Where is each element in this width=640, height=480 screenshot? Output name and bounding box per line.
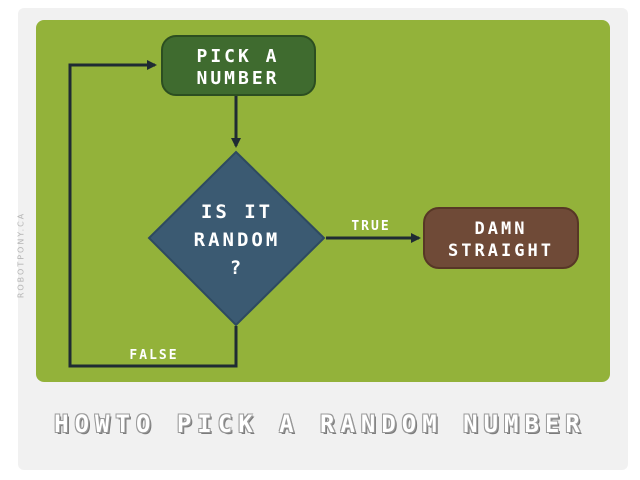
arrow-false-loop — [68, 60, 238, 368]
node-pick-a-number — [161, 35, 316, 96]
flowchart-panel — [36, 20, 610, 382]
node-result-line1: DAMN — [475, 219, 528, 239]
node-pick-line2: NUMBER — [196, 68, 279, 89]
node-damn-straight — [423, 207, 579, 269]
edge-label-true: TRUE — [351, 219, 390, 234]
node-result-line2: STRAIGHT — [448, 241, 554, 261]
node-pick-line1: PICK A — [196, 46, 279, 67]
node-decision-line2: RANDOM — [194, 229, 281, 251]
node-decision-is-it-random — [147, 150, 326, 327]
node-decision-line3: ? — [230, 257, 244, 279]
node-decision-line1: IS IT — [201, 201, 273, 223]
figure-title: HOWTO PICK A RANDOM NUMBER — [54, 410, 586, 438]
edge-label-false: FALSE — [129, 348, 178, 363]
